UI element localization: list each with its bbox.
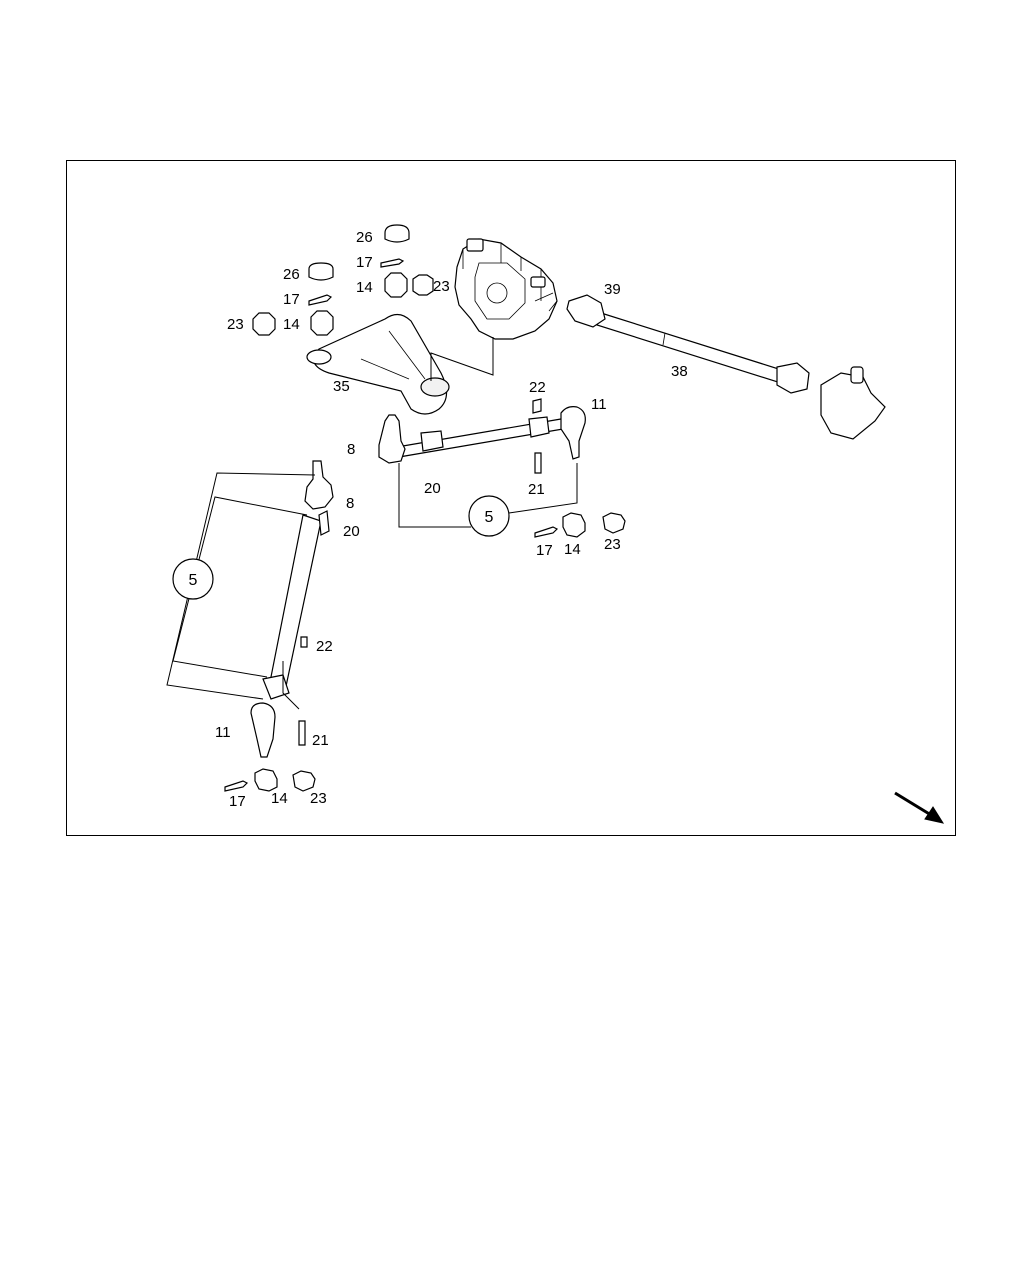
cotter-pin-17-icon bbox=[308, 294, 333, 306]
part-label: 21 bbox=[312, 732, 329, 749]
steering-shaft bbox=[566, 294, 886, 440]
pitman-arm-leader bbox=[430, 337, 494, 381]
plug-26-icon bbox=[384, 224, 410, 243]
part-label: 23 bbox=[227, 316, 244, 333]
part-label: 23 bbox=[310, 790, 327, 807]
exploded-parts-diagram: 26 17 14 23 26 17 23 14 35 39 38 22 11 8… bbox=[166, 224, 945, 824]
castle-nut-14-icon bbox=[562, 512, 586, 538]
pitman-arm bbox=[306, 313, 450, 415]
upper-callout-leader-right bbox=[508, 463, 578, 514]
callout-label: 5 bbox=[485, 509, 494, 526]
cotter-pin-17-icon bbox=[534, 526, 559, 538]
ball-joint-11-icon bbox=[250, 702, 276, 758]
part-label: 22 bbox=[316, 638, 333, 655]
part-label: 20 bbox=[343, 523, 360, 540]
steering-gear-box bbox=[454, 238, 558, 340]
part-label: 35 bbox=[333, 378, 350, 395]
part-label: 11 bbox=[591, 396, 607, 413]
part-label: 14 bbox=[564, 541, 581, 558]
part-label: 26 bbox=[356, 229, 373, 246]
ball-joint-8-icon bbox=[304, 460, 334, 510]
part-label: 23 bbox=[604, 536, 621, 553]
part-label: 8 bbox=[346, 495, 354, 512]
part-label: 14 bbox=[283, 316, 300, 333]
ball-joint-8-icon bbox=[378, 414, 406, 464]
bolt-22-icon bbox=[532, 398, 542, 414]
callout-5-lower: 5 bbox=[172, 558, 214, 600]
bolt-21-icon bbox=[534, 452, 542, 474]
ball-joint-11-icon bbox=[560, 406, 586, 460]
part-label: 26 bbox=[283, 266, 300, 283]
part-label: 23 bbox=[433, 278, 450, 295]
upper-tie-rod bbox=[378, 398, 586, 474]
universal-joint-icon bbox=[776, 362, 810, 394]
part-labels: 26 17 14 23 26 17 23 14 35 39 38 22 11 8… bbox=[215, 229, 688, 810]
bolt-21-icon bbox=[298, 720, 306, 746]
part-label: 17 bbox=[536, 542, 553, 559]
plug-26-icon bbox=[308, 262, 334, 281]
hex-nut-23-icon bbox=[252, 312, 276, 336]
hex-nut-23-icon bbox=[292, 770, 316, 792]
lower-small-parts bbox=[224, 768, 316, 792]
part-label: 39 bbox=[604, 281, 621, 298]
cotter-pin-17-icon bbox=[380, 258, 405, 268]
part-label: 14 bbox=[271, 790, 288, 807]
castle-nut-14-icon bbox=[384, 272, 408, 298]
castle-nut-14-icon bbox=[254, 768, 278, 792]
part-label: 20 bbox=[424, 480, 441, 497]
diagram-frame: 26 17 14 23 26 17 23 14 35 39 38 22 11 8… bbox=[66, 160, 956, 836]
part-label: 38 bbox=[671, 363, 688, 380]
part-label: 14 bbox=[356, 279, 373, 296]
upper-callout-leader-left bbox=[398, 463, 471, 528]
castle-nut-14-icon bbox=[310, 310, 334, 336]
universal-joint-39-icon bbox=[566, 294, 606, 328]
part-label: 17 bbox=[283, 291, 300, 308]
clamp-20-icon bbox=[420, 430, 444, 452]
lower-drag-link bbox=[250, 460, 334, 758]
callout-5-upper: 5 bbox=[468, 495, 510, 537]
upper-small-parts bbox=[252, 224, 434, 336]
part-label: 22 bbox=[529, 379, 546, 396]
upper-right-small-parts bbox=[534, 512, 626, 538]
part-label: 21 bbox=[528, 481, 545, 498]
hex-nut-23-icon bbox=[602, 512, 626, 534]
hex-nut-23-icon bbox=[412, 274, 434, 296]
part-label: 11 bbox=[215, 724, 231, 741]
clamp-icon bbox=[528, 416, 550, 438]
callout-label: 5 bbox=[189, 572, 198, 589]
part-label: 8 bbox=[347, 441, 355, 458]
cotter-pin-17-icon bbox=[224, 780, 249, 792]
clamp-20-icon bbox=[318, 510, 330, 536]
lower-bolt-leader bbox=[282, 661, 300, 710]
part-label: 17 bbox=[356, 254, 373, 271]
direction-arrow-icon bbox=[894, 791, 945, 824]
bolt-22-icon bbox=[300, 636, 308, 648]
part-label: 17 bbox=[229, 793, 246, 810]
